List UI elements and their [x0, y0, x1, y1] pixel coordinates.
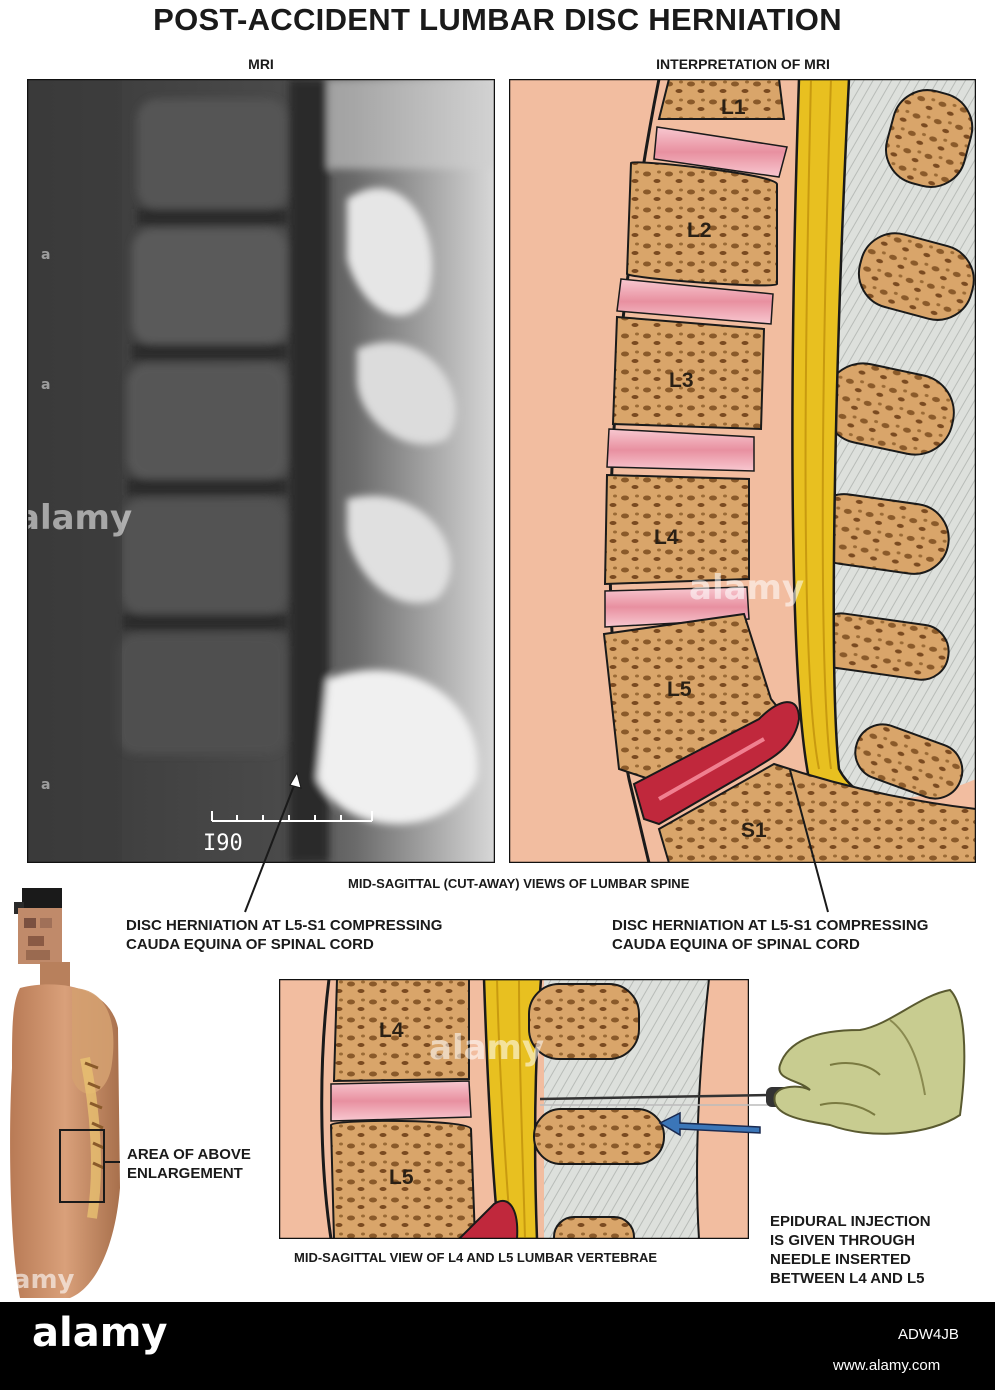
vertebra-label-s1: S1 — [741, 819, 767, 842]
pixelated-face — [14, 888, 62, 964]
cutaway-caption: MID-SAGITTAL (CUT-AWAY) VIEWS OF LUMBAR … — [348, 876, 690, 891]
injection-illustration — [539, 988, 966, 1137]
page-title: POST-ACCIDENT LUMBAR DISC HERNIATION — [153, 2, 842, 37]
herniation-label-left: DISC HERNIATION AT L5-S1 COMPRESSING CAU… — [126, 917, 443, 953]
enlargement-label: AREA OF ABOVE ENLARGEMENT — [127, 1146, 251, 1182]
vertebra-label-l1: L1 — [721, 96, 746, 119]
vertebra-label-l5: L5 — [667, 678, 692, 701]
footer-url[interactable]: www.alamy.com — [833, 1357, 941, 1374]
injection-label: EPIDURAL INJECTION IS GIVEN THROUGH NEED… — [770, 1213, 931, 1287]
l4-l5-diagram: alamy L4 L5 — [279, 979, 749, 1239]
footer-bar — [0, 1302, 995, 1390]
enlargement-box — [59, 1129, 105, 1203]
herniation-label-right: DISC HERNIATION AT L5-S1 COMPRESSING CAU… — [612, 917, 929, 953]
needle — [539, 1093, 771, 1101]
svg-text:lamy: lamy — [4, 1265, 75, 1295]
vertebra-label-l2: L2 — [687, 219, 712, 242]
enlarge-label-l5: L5 — [389, 1166, 414, 1189]
svg-text:a: a — [41, 377, 50, 393]
watermark-text-3: alamy — [429, 1028, 544, 1068]
patient-figure: lamy — [4, 888, 120, 1298]
footer-image-id: ADW4JB — [898, 1326, 959, 1343]
injection-arrow — [658, 1111, 761, 1137]
watermark-text: alamy — [27, 498, 132, 538]
mri-image: alamy a a a — [27, 79, 495, 863]
vertebra-label-l3: L3 — [669, 369, 694, 392]
l4-l5-caption: MID-SAGITTAL VIEW OF L4 AND L5 LUMBAR VE… — [294, 1250, 658, 1265]
vertebra-label-l4: L4 — [654, 526, 679, 549]
interpretation-header: INTERPRETATION OF MRI — [656, 56, 830, 72]
enlarge-label-l4: L4 — [379, 1019, 404, 1042]
gloved-hand — [773, 988, 966, 1135]
mri-header: MRI — [248, 56, 274, 72]
interpretation-diagram: alamy L1 L2 L3 L4 L5 S1 — [509, 79, 976, 863]
svg-text:a: a — [41, 777, 50, 793]
mri-scale-label: I90 — [203, 831, 243, 856]
svg-text:a: a — [41, 247, 50, 263]
footer-logo: alamy — [32, 1310, 168, 1356]
watermark-text-2: alamy — [689, 568, 804, 608]
